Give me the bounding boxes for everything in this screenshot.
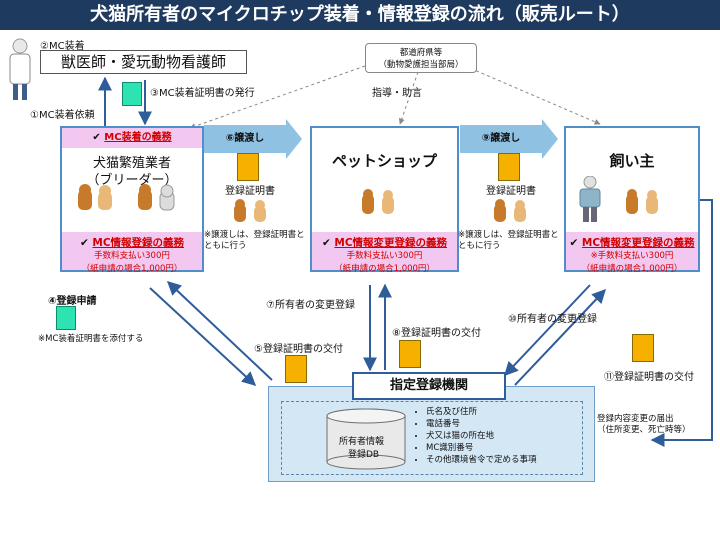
arrow-step10 [504, 284, 591, 377]
db-line2: 登録DB [348, 450, 380, 460]
cert-label-a: 登録証明書 [225, 186, 275, 197]
vet-box: 獣医師・愛玩動物看護師 [40, 50, 247, 74]
change-notice-2: （住所変更、死亡時等） [597, 425, 691, 435]
petshop-name: ペットショップ [331, 152, 437, 170]
owner-duty-bottom-text: MC情報変更登録の義務 [581, 237, 695, 249]
registration-cert-doc-icon [498, 153, 520, 181]
arrow-step11 [514, 288, 606, 386]
step3-label: ③MC装着証明書の発行 [150, 88, 255, 99]
step10-label: ⑩所有者の変更登録 [508, 314, 597, 325]
breeder-animals-icon [78, 184, 175, 211]
transfer9-arrow: ⑨譲渡し [460, 119, 558, 159]
arrow-step5 [166, 281, 273, 381]
mc-cert-doc-icon [56, 306, 76, 330]
owner-figure [577, 175, 603, 222]
step7-label: ⑦所有者の変更登録 [266, 300, 355, 311]
check-icon: ✔ [569, 237, 582, 249]
step8-label: ⑧登録証明書の交付 [392, 328, 481, 339]
arrow-change-notice [650, 199, 713, 447]
check-icon: ✔ [321, 237, 335, 249]
note-transfer-a: ※譲渡しは、登録証明書とともに行う [204, 230, 305, 251]
guidance-arrow-owner [464, 65, 601, 125]
check-icon: ✔ [79, 237, 93, 249]
list-item: 氏名及び住所 [426, 406, 537, 418]
transfer-b-animals-icon [494, 199, 526, 222]
owner-fee-paper: （紙申請の場合1,000円） [581, 264, 683, 274]
mc-cert-doc-icon [122, 82, 142, 106]
list-item: MC識別番号 [426, 442, 537, 454]
step11-label: ⑪登録証明書の交付 [604, 372, 694, 383]
guidance-label: 指導・助言 [372, 88, 422, 99]
petshop-fee-paper: （紙申請の場合1,000円） [334, 264, 435, 274]
breeder-duty-top: ✔ MC装着の義務 [62, 128, 202, 148]
registry-title: 指定登録機関 [352, 372, 506, 400]
registration-cert-doc-icon [285, 355, 307, 383]
breeder-duty-top-text: MC装着の義務 [104, 132, 172, 143]
step1-label: ①MC装着依頼 [30, 110, 95, 121]
transfer6-arrow: ⑥譲渡し [204, 119, 302, 159]
transfer-a-animals-icon [234, 199, 266, 222]
petshop-animals-icon [362, 189, 394, 214]
note-transfer-b: ※譲渡しは、登録証明書とともに行う [458, 230, 559, 251]
owner-name: 飼い主 [609, 152, 655, 170]
guidance-arrow-breeder [189, 65, 366, 130]
step5-label: ⑤登録証明書の交付 [254, 344, 343, 355]
cert-label-b: 登録証明書 [486, 186, 536, 197]
breeder-fee: 手数料支払い300円 [94, 251, 170, 261]
breeder-duty-bottom: ✔ MC情報登録の義務 手数料支払い300円 （紙申請の場合1,000円） [62, 232, 202, 274]
vet-figure [6, 38, 34, 100]
breeder-name-line1: 犬猫繁殖業者 [92, 156, 171, 171]
arrow-step4 [149, 287, 257, 386]
list-item: その他環境省令で定める事項 [426, 454, 537, 466]
step4-note: ※MC装着証明書を添付する [38, 334, 144, 344]
registry-inner [281, 401, 583, 475]
registration-cert-doc-icon [399, 340, 421, 368]
prefecture-box: 都道府県等 （動物愛護担当部局） [365, 43, 477, 73]
list-item: 犬又は猫の所在地 [426, 430, 537, 442]
transfer9-label: ⑨譲渡し [481, 133, 521, 144]
registry-name: 指定登録機関 [389, 378, 468, 393]
registry-items-list: 氏名及び住所 電話番号 犬又は猫の所在地 MC識別番号 その他環境省令で定める事… [410, 406, 537, 466]
list-item: 電話番号 [426, 418, 537, 430]
prefecture-line1: 都道府県等 [399, 48, 443, 58]
petshop-fee: 手数料支払い300円 [346, 251, 423, 261]
vet-name: 獣医師・愛玩動物看護師 [60, 53, 226, 71]
db-line1: 所有者情報 [339, 437, 385, 447]
breeder-duty-bottom-text: MC情報登録の義務 [92, 237, 185, 249]
check-icon: ✔ [92, 132, 101, 143]
petshop-duty-bottom: ✔ MC情報変更登録の義務 手数料支払い300円 （紙申請の場合1,000円） [312, 232, 457, 274]
transfer6-label: ⑥譲渡し [225, 133, 265, 144]
page-title: 犬猫所有者のマイクロチップ装着・情報登録の流れ（販売ルート） [0, 0, 720, 30]
breeder-name-line2: （ブリーダー） [86, 173, 178, 188]
database-icon [325, 408, 407, 472]
breeder-fee-paper: （紙申請の場合1,000円） [81, 264, 183, 274]
prefecture-line2: （動物愛護担当部局） [378, 60, 464, 70]
step2-label: ②MC装着 [40, 41, 85, 52]
owner-duty-bottom: ✔ MC情報変更登録の義務 ※手数料支払い300円 （紙申請の場合1,000円） [566, 232, 698, 274]
registration-cert-doc-icon [237, 153, 259, 181]
owner-animals-icon [626, 189, 658, 214]
step4-label: ④登録申請 [48, 296, 97, 307]
change-notice-1: 登録内容変更の届出 [597, 414, 674, 424]
petshop-duty-bottom-text: MC情報変更登録の義務 [334, 237, 448, 249]
registration-cert-doc-icon [632, 334, 654, 362]
owner-fee: ※手数料支払い300円 [590, 251, 674, 261]
registry-box [268, 386, 595, 482]
